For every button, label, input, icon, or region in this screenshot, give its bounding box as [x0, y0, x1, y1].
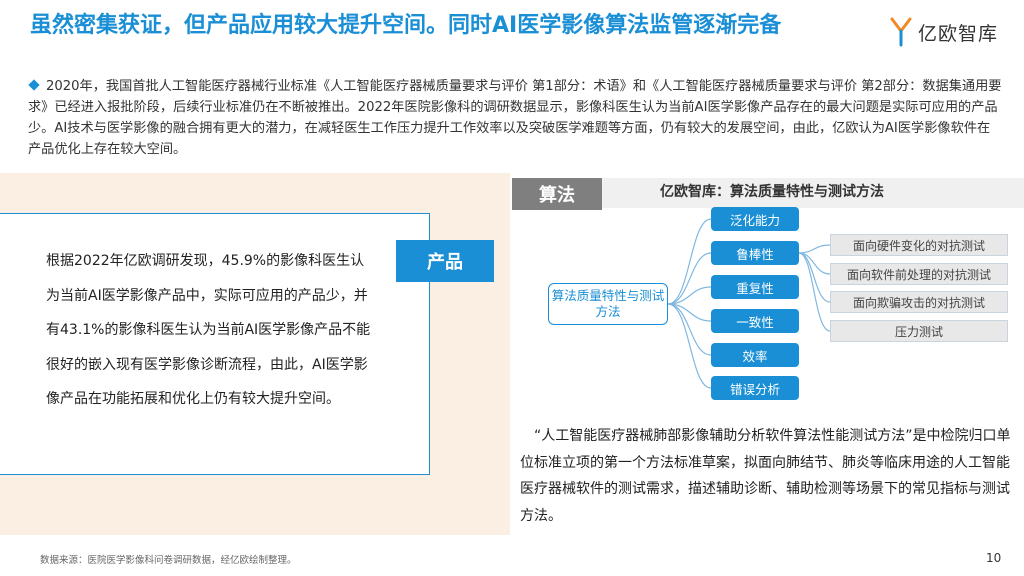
yiou-logo-icon [890, 17, 912, 47]
leaf-node-spoofing-test: 面向欺骗攻击的对抗测试 [830, 291, 1008, 313]
leaf-node-software-test: 面向软件前处理的对抗测试 [830, 263, 1008, 285]
connector-line [667, 303, 712, 356]
product-text-box [0, 213, 430, 475]
data-source-note: 数据来源：医院医学影像科问卷调研数据，经亿欧绘制整理。 [40, 555, 297, 566]
intro-paragraph: 2020年，我国首批人工智能医疗器械行业标准《人工智能医疗器械质量要求与评价 第… [28, 76, 1003, 160]
connector-line [798, 252, 831, 332]
algorithm-tag: 算法 [512, 178, 602, 210]
branch-node-repeatability: 重复性 [711, 275, 799, 299]
diagram-connectors [667, 218, 831, 389]
leaf-node-stress-test: 压力测试 [830, 320, 1008, 342]
intro-text: 2020年，我国首批人工智能医疗器械行业标准《人工智能医疗器械质量要求与评价 第… [28, 79, 1002, 157]
diamond-bullet-icon [28, 79, 40, 91]
leaf-node-hardware-test: 面向硬件变化的对抗测试 [830, 234, 1008, 256]
connector-line [667, 303, 712, 389]
branch-node-efficiency: 效率 [711, 343, 799, 367]
product-text: 根据2022年亿欧调研发现，45.9%的影像科医生认为当前AI医学影像产品中，实… [46, 253, 371, 407]
connector-line [667, 252, 712, 305]
branch-node-generalization: 泛化能力 [711, 207, 799, 231]
diagram-root-node: 算法质量特性与测试方法 [548, 283, 668, 325]
logo-text: 亿欧智库 [918, 22, 999, 45]
logo: 亿欧智库 [890, 14, 1010, 50]
product-tag: 产品 [396, 240, 494, 282]
branch-node-robustness: 鲁棒性 [711, 241, 799, 265]
branch-node-error-analysis: 错误分析 [711, 376, 799, 400]
connector-line [798, 244, 831, 254]
diagram-title: 亿欧智库：算法质量特性与测试方法 [660, 184, 884, 200]
algorithm-text: “人工智能医疗器械肺部影像辅助分析软件算法性能测试方法”是中检院归口单位标准立项… [520, 428, 1011, 524]
connector-line [667, 218, 712, 305]
branch-node-consistency: 一致性 [711, 309, 799, 333]
connector-line [667, 286, 712, 305]
page-number: 10 [986, 551, 1002, 565]
page-title: 虽然密集获证，但产品应用较大提升空间。同时AI医学影像算法监管逐渐完备 [30, 13, 782, 38]
